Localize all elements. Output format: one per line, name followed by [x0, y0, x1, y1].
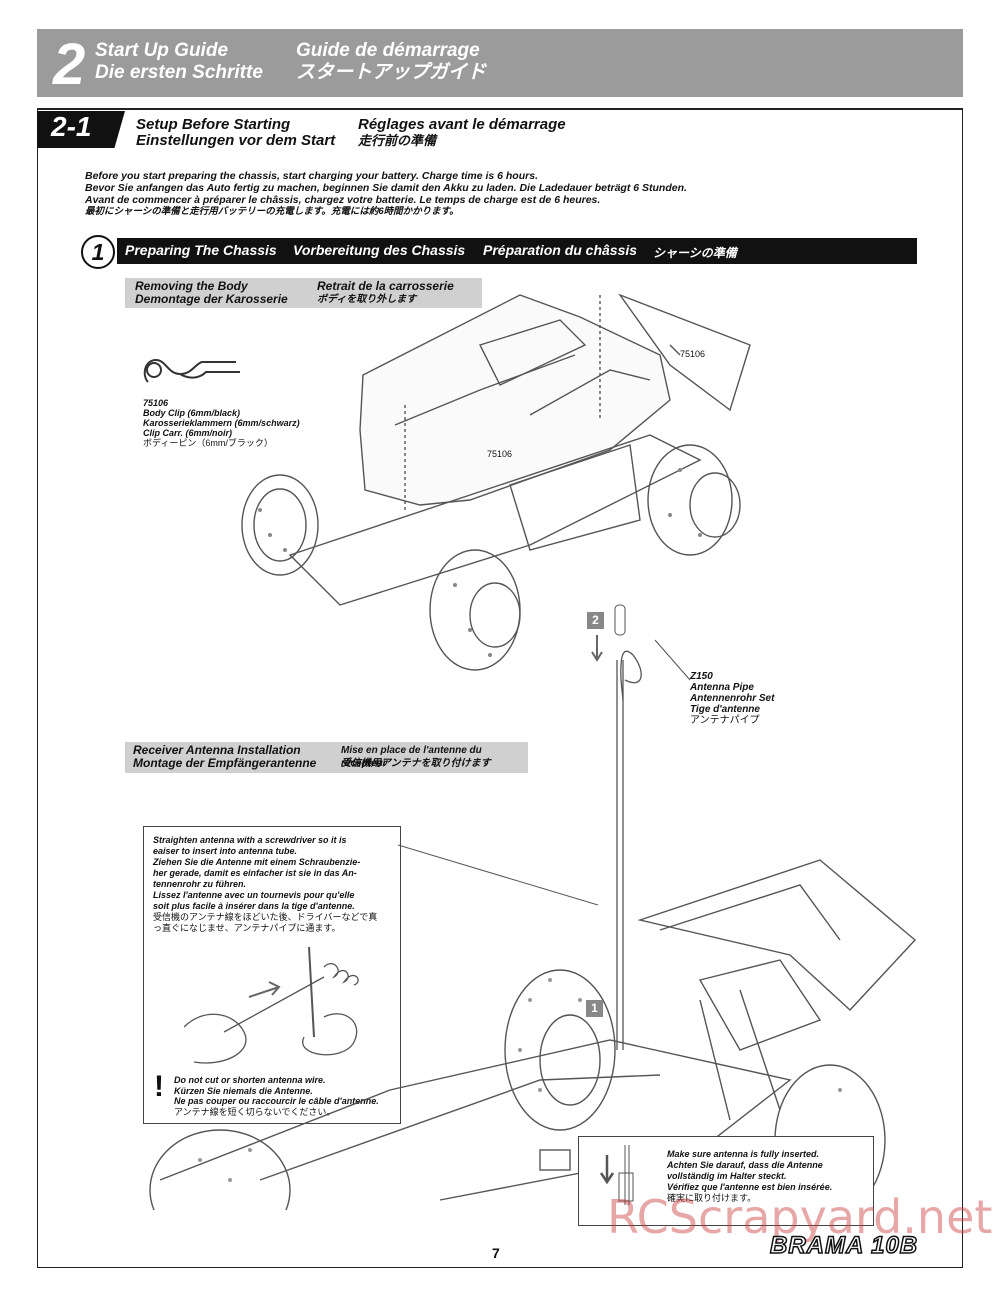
intro-line-fr: Avant de commencer à préparer le châssis… — [85, 194, 601, 206]
section-title-de: Einstellungen vor dem Start — [136, 132, 336, 149]
warning-line: アンテナ線を短く切らないでください。 — [174, 1106, 336, 1117]
warning-line: Do not cut or shorten antenna wire. — [174, 1075, 326, 1085]
straighten-line: soit plus facile à insérer dans la tige … — [153, 901, 355, 911]
step-bar: Preparing The Chassis Vorbereitung des C… — [117, 238, 917, 264]
frame-top-rule — [37, 108, 963, 110]
make-sure-line: Make sure antenna is fully inserted. — [667, 1149, 820, 1159]
chapter-title-de: Die ersten Schritte — [95, 62, 263, 83]
straighten-line: eaiser to insert into antenna tube. — [153, 846, 298, 856]
removing-body-de: Demontage der Karosserie — [135, 292, 288, 306]
marker-1: 1 — [586, 1000, 603, 1017]
section-title-fr: Réglages avant le démarrage — [358, 116, 566, 133]
make-sure-line: Achten Sie darauf, dass die Antenne — [667, 1160, 823, 1170]
chapter-header: 2 Start Up Guide Die ersten Schritte Gui… — [37, 29, 963, 97]
antenna-pipe-label: Z150 Antenna Pipe Antennenrohr Set Tige … — [690, 671, 774, 726]
removing-body-fr: Retrait de la carrosserie — [317, 279, 454, 293]
chapter-title-jp: スタートアップガイド — [296, 62, 487, 83]
intro-line-jp: 最初にシャーシの準備と走行用バッテリーの充電します。充電には約6時間かかります。 — [85, 206, 459, 217]
section-title-jp: 走行前の準備 — [358, 133, 437, 148]
body-clip-part: 75106 — [143, 398, 169, 408]
body-clip-icon — [143, 358, 240, 383]
straighten-line: Lissez l'antenne avec un tournevis pour … — [153, 890, 355, 900]
receiver-antenna-en: Receiver Antenna Installation — [133, 743, 301, 757]
make-sure-box: Make sure antenna is fully inserted. Ach… — [578, 1136, 874, 1226]
step-label-jp: シャーシの準備 — [653, 246, 737, 260]
make-sure-line: Vérifiez que l'antenne est bien insérée. — [667, 1182, 833, 1192]
body-clip-jp: ボディーピン（6mm/ブラック） — [143, 438, 273, 448]
make-sure-line: 確実に取り付けます。 — [667, 1193, 757, 1203]
step-label-fr: Préparation du châssis — [483, 242, 638, 258]
watermark: RCScrapyard.net — [607, 1190, 993, 1244]
straighten-line: っ直ぐになじませ、アンテナパイプに通ます。 — [153, 923, 341, 933]
receiver-antenna-jp: 受信機用アンテナを取り付けます — [341, 758, 491, 769]
buggy-antenna-illustration — [149, 859, 917, 1210]
warning-exclamation-icon: ! — [154, 1070, 164, 1103]
chapter-number: 2 — [53, 32, 86, 97]
section-title-en: Setup Before Starting — [136, 116, 291, 133]
step-label-en: Preparing The Chassis — [125, 242, 277, 258]
antenna-pipe-en: Antenna Pipe — [690, 682, 754, 693]
straighten-antenna-box: Straighten antenna with a screwdriver so… — [143, 826, 401, 1124]
receiver-antenna-de: Montage der Empfängerantenne — [133, 756, 317, 770]
frame-bottom-rule — [37, 1267, 963, 1268]
warning-line: Ne pas couper ou raccourcir le câble d'a… — [174, 1096, 379, 1106]
section-number: 2-1 — [51, 111, 92, 142]
step-number-circle: 1 — [81, 235, 115, 269]
warning-line: Kürzen Sie niemals die Antenne. — [174, 1085, 313, 1096]
straighten-line: her gerade, damit es einfacher ist sie i… — [153, 868, 357, 878]
clip-callout-rear: 75106 — [680, 349, 706, 359]
make-sure-line: vollständig im Halter steckt. — [667, 1171, 787, 1181]
intro-line-en: Before you start preparing the chassis, … — [85, 170, 538, 182]
straighten-line: Ziehen Sie die Antenne mit einem Schraub… — [153, 857, 361, 867]
step-label-de: Vorbereitung des Chassis — [293, 242, 466, 258]
hands-screwdriver-illustration — [184, 946, 359, 1064]
antenna-pipe-de: Antennenrohr Set — [690, 693, 775, 704]
content-frame — [37, 110, 963, 1267]
warning-text: Do not cut or shorten antenna wire. Kürz… — [174, 1075, 379, 1117]
antenna-pipe-jp: アンテナパイプ — [690, 715, 760, 726]
removing-body-jp: ボディを取り外します — [317, 294, 417, 305]
marker-2: 2 — [587, 612, 604, 629]
removing-body-bar: Removing the Body Demontage der Karosser… — [125, 278, 482, 308]
removing-body-en: Removing the Body — [135, 279, 248, 293]
make-sure-text: Make sure antenna is fully inserted. Ach… — [667, 1149, 832, 1204]
straighten-line: tennenrohr zu führen. — [153, 879, 246, 889]
antenna-insert-detail-icon — [599, 1145, 634, 1205]
chapter-title-en: Start Up Guide — [95, 40, 229, 61]
clip-callout-front: 75106 — [487, 449, 513, 459]
body-clip-en: Body Clip (6mm/black) — [143, 408, 241, 418]
intro-line-de: Bevor Sie anfangen das Auto fertig zu ma… — [85, 182, 687, 194]
page-number: 7 — [492, 1245, 500, 1261]
body-clip-de: Karosserieklammern (6mm/schwarz) — [143, 418, 300, 428]
antenna-pipe-part: Z150 — [690, 671, 713, 682]
section-tag: 2-1 — [37, 111, 125, 148]
body-clip-label: 75106 Body Clip (6mm/black) Karosseriekl… — [143, 398, 300, 448]
straighten-text: Straighten antenna with a screwdriver so… — [153, 835, 393, 934]
chapter-title-fr: Guide de démarrage — [296, 40, 480, 61]
straighten-line: 受信機のアンテナ線をほどいた後、ドライバーなどで真 — [153, 912, 378, 922]
receiver-antenna-fr: Mise en place de l'antenne du récepteur — [341, 745, 482, 769]
antenna-pipe-fr: Tige d'antenne — [690, 704, 760, 715]
brand-logo: BRAMA 10B — [769, 1231, 919, 1260]
antenna-pipe-illustration — [591, 604, 691, 1050]
straighten-line: Straighten antenna with a screwdriver so… — [153, 835, 347, 845]
buggy-body-removal-illustration — [241, 293, 751, 671]
body-clip-fr: Clip Carr. (6mm/noir) — [143, 428, 233, 438]
receiver-antenna-bar: Receiver Antenna Installation Montage de… — [125, 742, 528, 773]
intro-text: Before you start preparing the chassis, … — [85, 170, 687, 218]
callout-line — [398, 844, 598, 906]
